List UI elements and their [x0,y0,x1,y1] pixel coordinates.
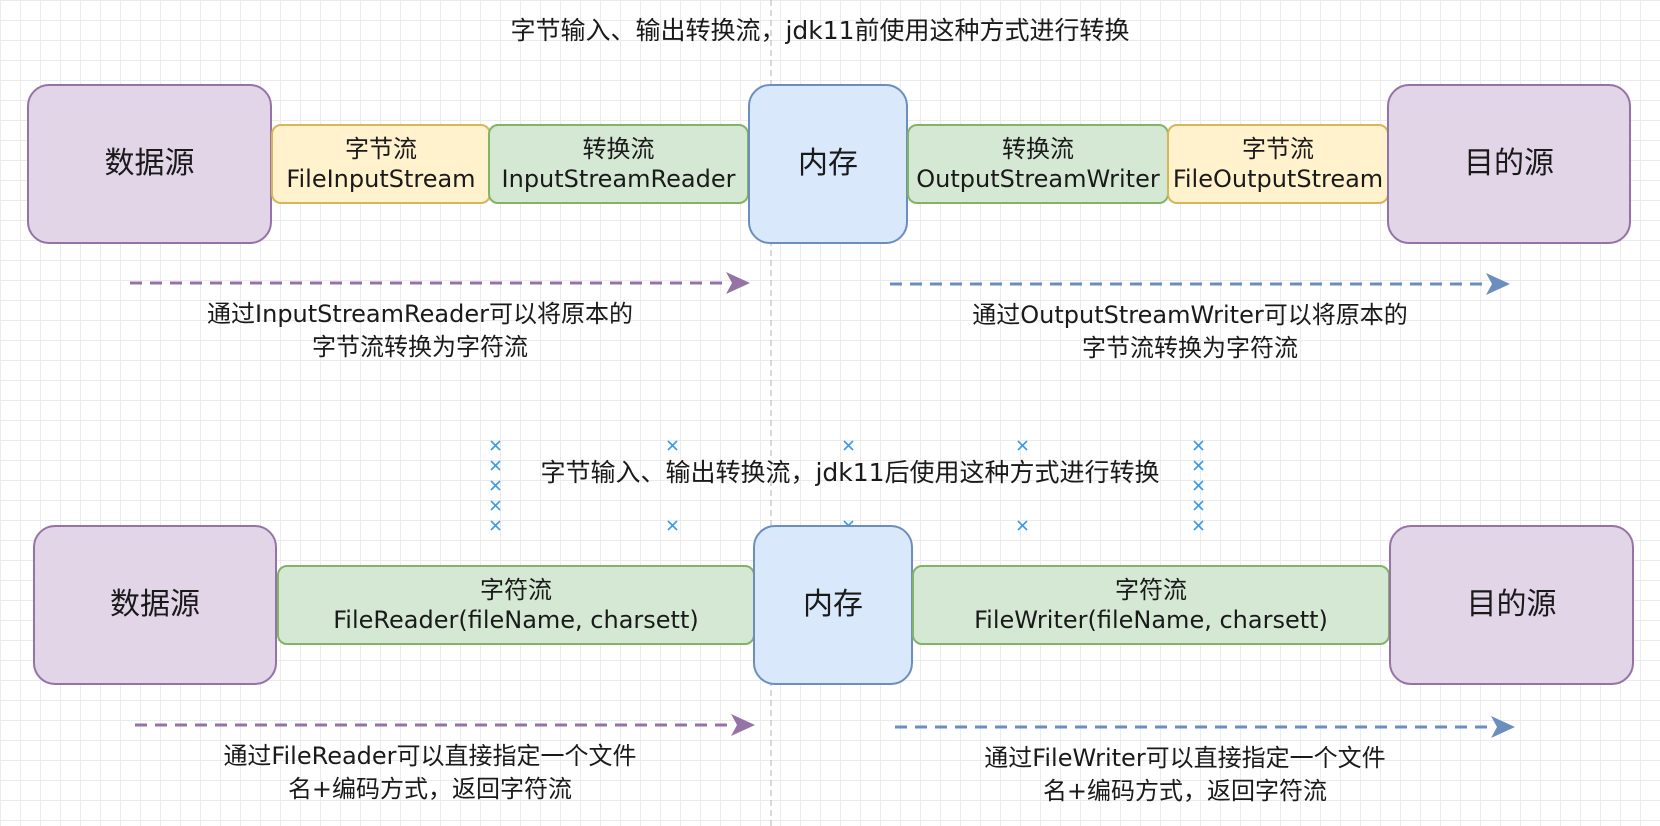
note-line: 字节流转换为字符流 [1082,334,1298,363]
stream-class-label: FileInputStream [286,165,476,193]
stream-class-label: InputStreamReader [501,165,736,193]
note-line: 名+编码方式，返回字符流 [1042,777,1328,806]
selection-markers [490,440,1204,531]
section1-memory-box[interactable]: 内存 [748,84,908,244]
file-output-stream-box[interactable]: 字节流 FileOutputStream [1167,124,1389,204]
section2-memory-box[interactable]: 内存 [753,525,913,685]
file-writer-box[interactable]: 字符流 FileWriter(fileName, charsett) [912,565,1390,645]
source-label: 数据源 [110,587,200,623]
writer-flow-arrowhead [1491,716,1515,738]
marker-right-column [1193,460,1204,511]
file-reader-note: 通过FileReader可以直接指定一个文件 名+编码方式，返回字符流 [160,740,700,806]
note-line: 通过InputStreamReader可以将原本的 [207,300,633,328]
note-line: 通过OutputStreamWriter可以将原本的 [972,301,1408,329]
dest-label: 目的源 [1464,146,1554,182]
input-stream-reader-box[interactable]: 转换流 InputStreamReader [488,124,749,204]
reader-flow-arrowhead [731,714,755,736]
stream-class-label: OutputStreamWriter [916,165,1160,193]
stream-class-label: FileReader(fileName, charsett) [333,606,699,634]
dest-label: 目的源 [1466,587,1557,623]
stream-type-label: 转换流 [582,135,655,163]
output-flow-arrowhead [1486,273,1510,295]
note-line: 通过FileWriter可以直接指定一个文件 [984,744,1386,772]
file-writer-note: 通过FileWriter可以直接指定一个文件 名+编码方式，返回字符流 [915,742,1455,808]
input-reader-note: 通过InputStreamReader可以将原本的 字节流转换为字符流 [160,298,680,364]
stream-type-label: 字节流 [345,135,417,163]
stream-type-label: 转换流 [1002,135,1074,163]
note-line: 字节流转换为字符流 [312,333,528,362]
file-reader-box[interactable]: 字符流 FileReader(fileName, charsett) [277,565,755,645]
section2-source-box[interactable]: 数据源 [33,525,277,685]
source-label: 数据源 [104,146,195,182]
section1-title: 字节输入、输出转换流，jdk11前使用这种方式进行转换 [510,16,1130,45]
memory-label: 内存 [803,587,863,623]
marker-left-column [490,460,501,511]
stream-class-label: FileOutputStream [1172,165,1384,193]
section1-source-box[interactable]: 数据源 [27,84,272,244]
note-line: 名+编码方式，返回字符流 [287,775,573,804]
memory-label: 内存 [798,146,858,182]
output-stream-writer-box[interactable]: 转换流 OutputStreamWriter [907,124,1169,204]
section1-dest-box[interactable]: 目的源 [1387,84,1631,244]
file-input-stream-box[interactable]: 字节流 FileInputStream [271,124,491,204]
note-line: 通过FileReader可以直接指定一个文件 [223,742,637,770]
section2-title[interactable]: 字节输入、输出转换流，jdk11后使用这种方式进行转换 [540,458,1160,487]
stream-class-label: FileWriter(fileName, charsett) [974,606,1328,634]
stream-type-label: 字节流 [1242,135,1314,163]
output-writer-note: 通过OutputStreamWriter可以将原本的 字节流转换为字符流 [920,299,1460,365]
input-flow-arrowhead [726,272,750,294]
section2-dest-box[interactable]: 目的源 [1389,525,1634,685]
stream-type-label: 字符流 [480,576,552,604]
stream-type-label: 字符流 [1115,576,1187,604]
marker-top-row [490,440,1204,451]
